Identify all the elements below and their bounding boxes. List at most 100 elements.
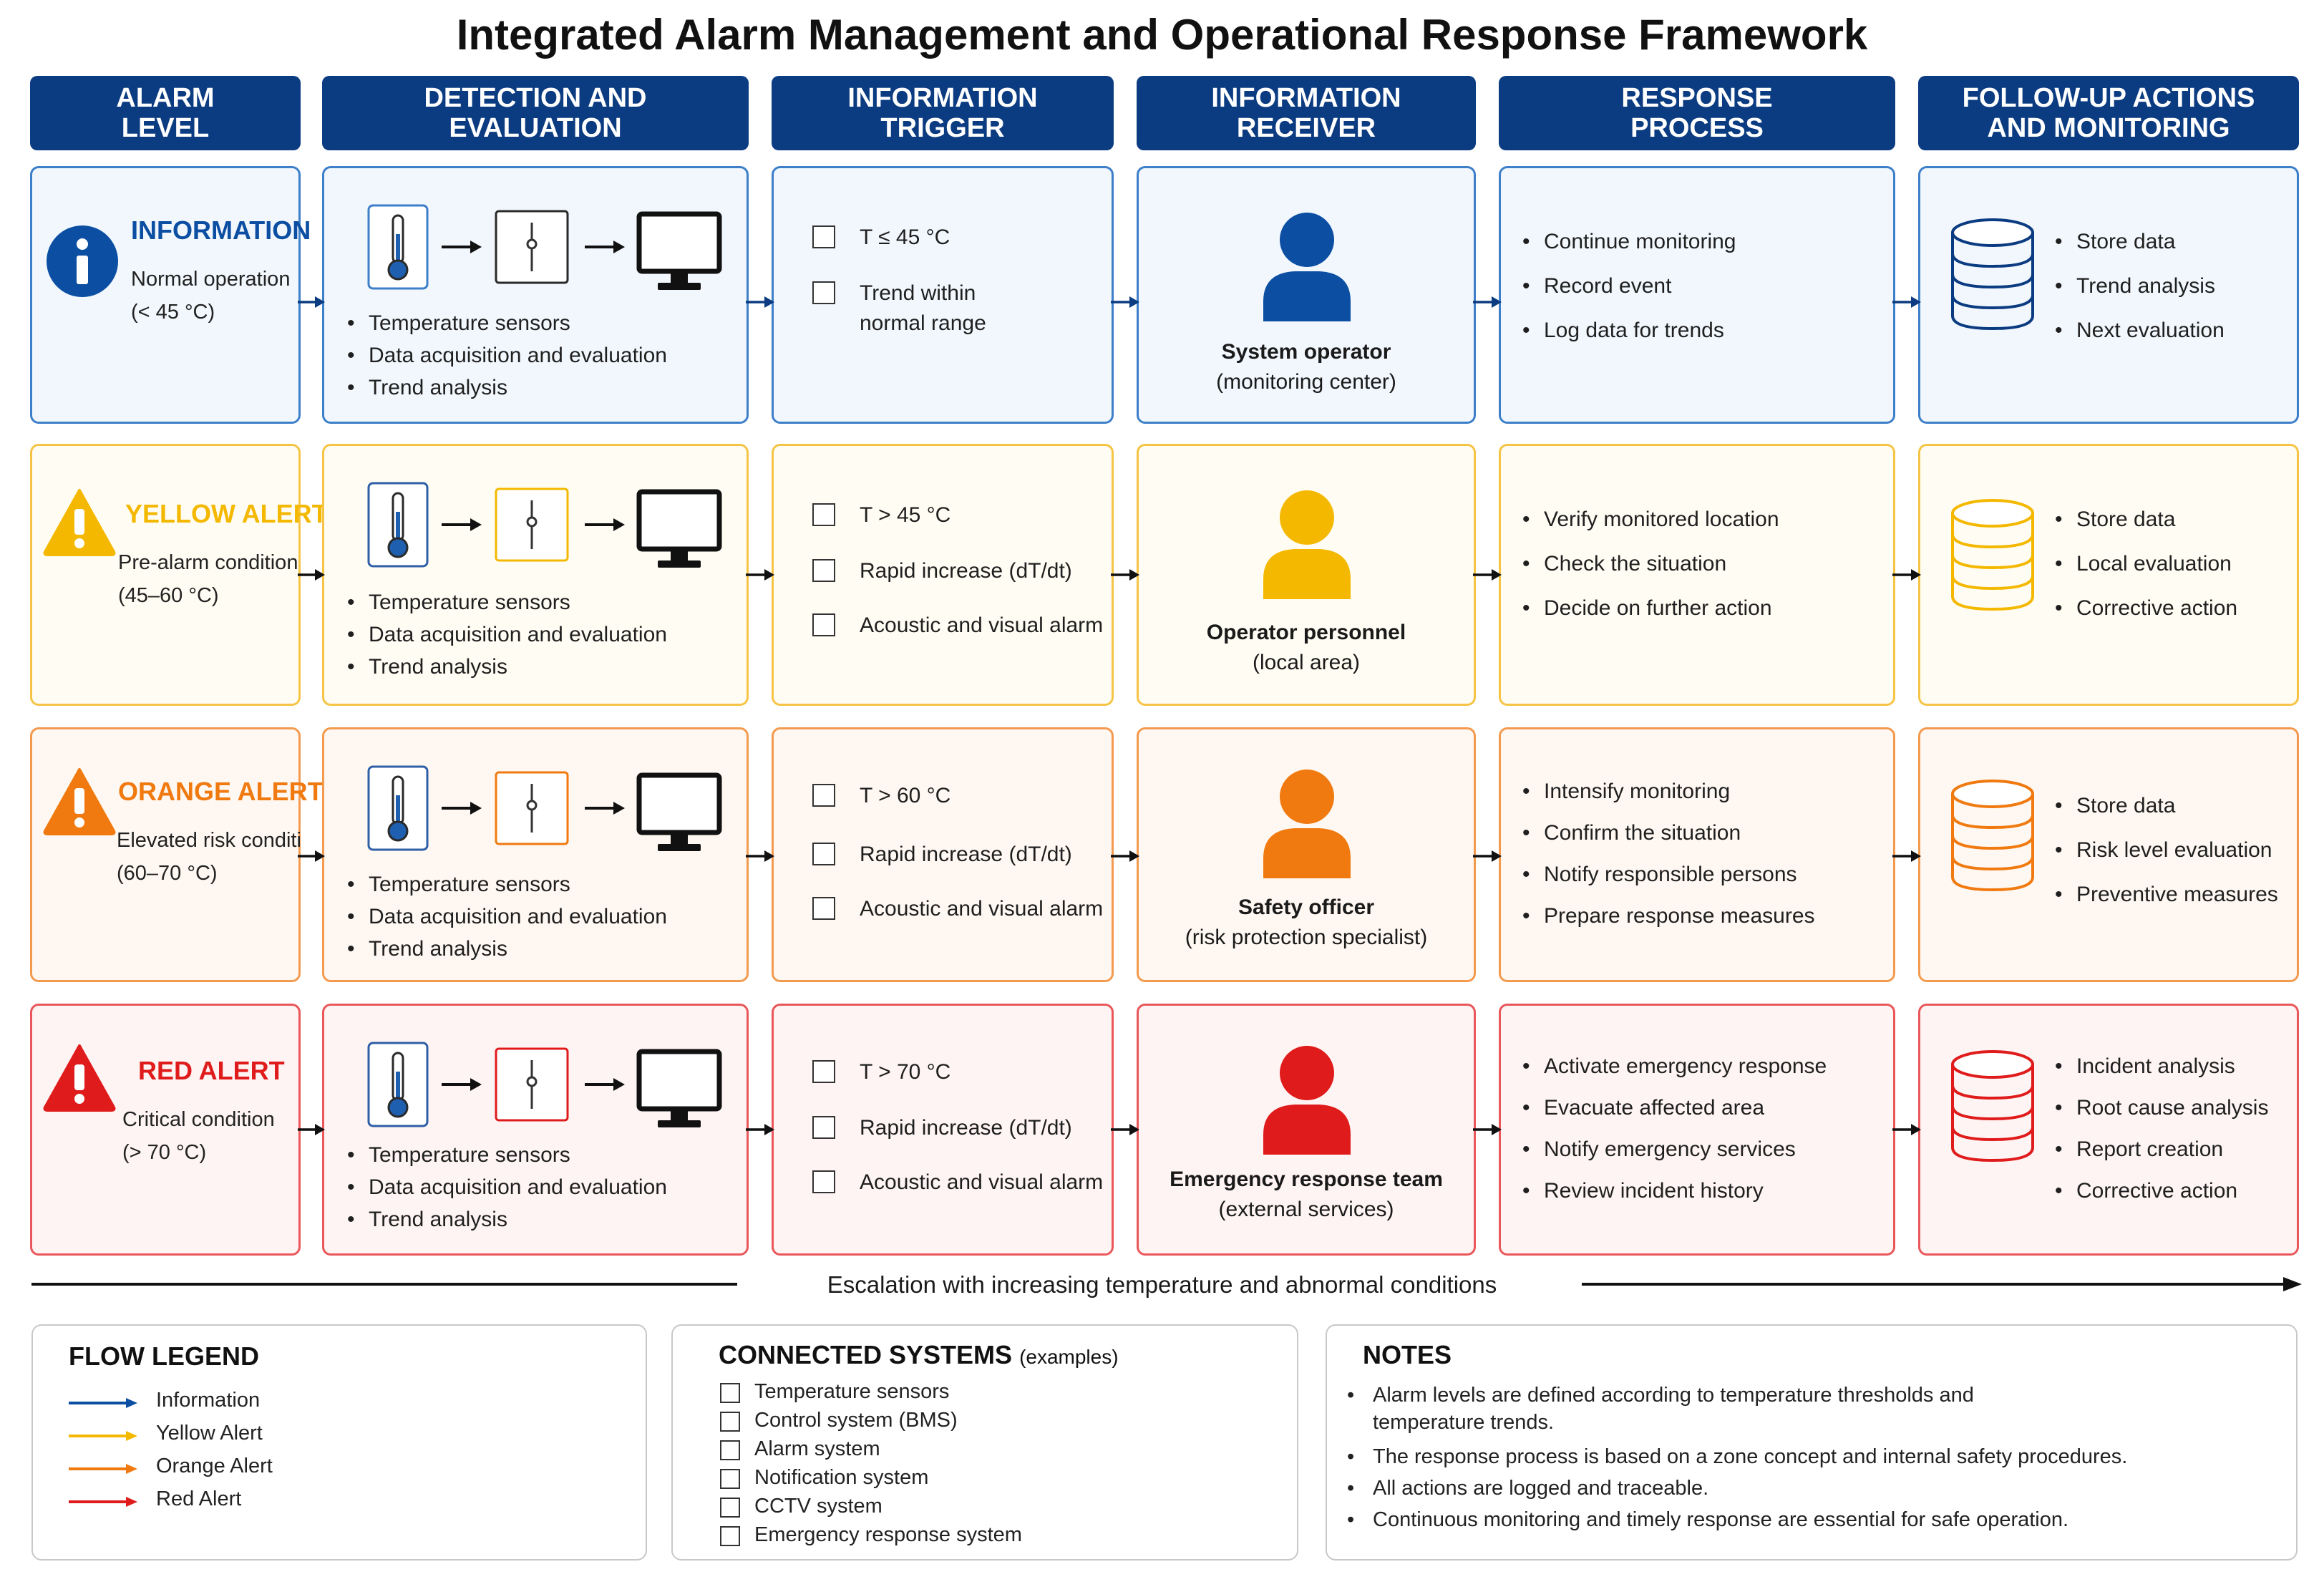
column-header-6: FOLLOW-UP ACTIONS AND MONITORING [1918,76,2299,150]
trigger-label: Rapid increase (dT/dt) [860,559,1072,583]
column-header-1: ALARM LEVEL [30,76,301,150]
escalation-label: Escalation with increasing temperature a… [827,1271,1497,1298]
legend-item: Red Alert [156,1487,242,1510]
note-bullet: • [1347,1384,1355,1407]
trigger-label: Rapid increase (dT/dt) [860,843,1072,866]
system-item: CCTV system [754,1495,883,1518]
system-item: Emergency response system [754,1523,1022,1546]
database-icon [1951,1050,2034,1163]
trigger-checkbox[interactable] [812,1170,835,1193]
system-checkbox[interactable] [720,1412,740,1432]
list-item: Verify monitored location [1517,498,1779,542]
flow-arrow-icon [746,569,774,581]
red-alert-card-4: Emergency response team(external service… [1137,1004,1476,1256]
monitor-icon [636,772,722,851]
list-item: Corrective action [2049,1170,2268,1212]
person-icon [1263,213,1351,321]
list-item: Next evaluation [2049,309,2225,353]
system-checkbox[interactable] [720,1498,740,1518]
list-item: Trend analysis [341,933,667,965]
list-item: Trend analysis [341,372,667,404]
trigger-label: T > 70 °C [860,1060,951,1084]
detection-list: Temperature sensorsData acquisition and … [341,307,667,404]
trigger-label: T > 60 °C [860,784,951,807]
note-bullet: • [1347,1508,1355,1531]
trigger-label: T ≤ 45 °C [860,225,950,249]
trigger-label: Acoustic and visual alarm [860,613,1104,637]
flow-arrow-icon [1473,296,1502,308]
system-checkbox[interactable] [720,1469,740,1489]
receiver-label: Operator personnel(local area) [1139,618,1474,678]
arrow-right-icon [442,518,482,531]
database-icon [1951,218,2034,331]
trigger-checkbox[interactable] [812,843,835,865]
flow-arrow-icon [746,296,774,308]
trigger-checkbox[interactable] [812,1116,835,1139]
sensor-icon [495,1047,569,1122]
column-header-label: ALARM LEVEL [116,83,215,143]
list-item: Log data for trends [1517,309,1736,353]
trigger-checkbox[interactable] [812,613,835,636]
yellow-alert-card-3: T > 45 °C Rapid increase (dT/dt) Acoustic … [772,444,1114,706]
flow-arrow-icon [1111,569,1139,581]
flow-legend-title: FLOW LEGEND [69,1341,259,1371]
list-item: Report creation [2049,1129,2268,1170]
warning-triangle-icon [43,489,116,556]
trigger-checkbox[interactable] [812,281,835,304]
escalation-arrow [31,1277,2302,1291]
legend-item: Yellow Alert [156,1422,263,1445]
list-item: Incident analysis [2049,1046,2268,1087]
arrow-right-icon [442,802,482,815]
column-header-2: DETECTION AND EVALUATION [322,76,749,150]
system-checkbox[interactable] [720,1383,740,1403]
response-list: Continue monitoringRecord eventLog data … [1517,220,1736,353]
flow-arrow-icon [746,850,774,862]
trigger-checkbox[interactable] [812,897,835,920]
orange-alert-card-6: Store dataRisk level evaluationPreventiv… [1918,727,2299,982]
system-checkbox[interactable] [720,1440,740,1460]
receiver-subtitle: (external services) [1218,1198,1394,1221]
alarm-level-name: ORANGE ALERT [118,777,324,806]
trigger-checkbox[interactable] [812,1060,835,1083]
thermometer-icon [367,482,429,568]
trigger-checkbox[interactable] [812,559,835,582]
column-header-label: INFORMATION TRIGGER [847,83,1038,143]
information-card-6: Store dataTrend analysisNext evaluation [1918,166,2299,424]
flow-arrow-icon [298,569,325,581]
detection-list: Temperature sensorsData acquisition and … [341,1139,667,1236]
flow-arrow-icon [746,1124,774,1135]
alarm-condition: Critical condition [122,1108,275,1131]
flow-arrow-icon [1473,569,1502,581]
monitor-icon [636,211,722,290]
system-item: Notification system [754,1466,929,1489]
list-item: Record event [1517,264,1736,309]
trigger-checkbox[interactable] [812,784,835,807]
trigger-checkbox[interactable] [812,503,835,526]
orange-alert-card-4: Safety officer(risk protection specialis… [1137,727,1476,982]
alarm-range: (> 70 °C) [122,1141,207,1164]
list-item: Data acquisition and evaluation [341,339,667,372]
flow-arrow-icon [1111,850,1139,862]
warning-triangle-icon [43,1044,116,1112]
trigger-checkbox[interactable] [812,225,835,248]
list-item: Store data [2049,498,2237,542]
note-bullet: • [1347,1477,1355,1500]
information-card-2: Temperature sensorsData acquisition and … [322,166,749,424]
receiver-label: System operator(monitoring center) [1139,337,1474,397]
column-header-label: FOLLOW-UP ACTIONS AND MONITORING [1962,83,2255,143]
alarm-level-name: INFORMATION [131,215,311,245]
database-icon [1951,780,2034,892]
alarm-level-name: YELLOW ALERT [125,499,328,528]
list-item: Temperature sensors [341,868,667,901]
connected-systems-title-text: CONNECTED SYSTEMS [719,1340,1013,1369]
system-checkbox[interactable] [720,1526,740,1546]
legend-arrow-icon [69,1497,137,1507]
trigger-label: T > 45 °C [860,503,951,527]
list-item: Trend analysis [341,1203,667,1236]
